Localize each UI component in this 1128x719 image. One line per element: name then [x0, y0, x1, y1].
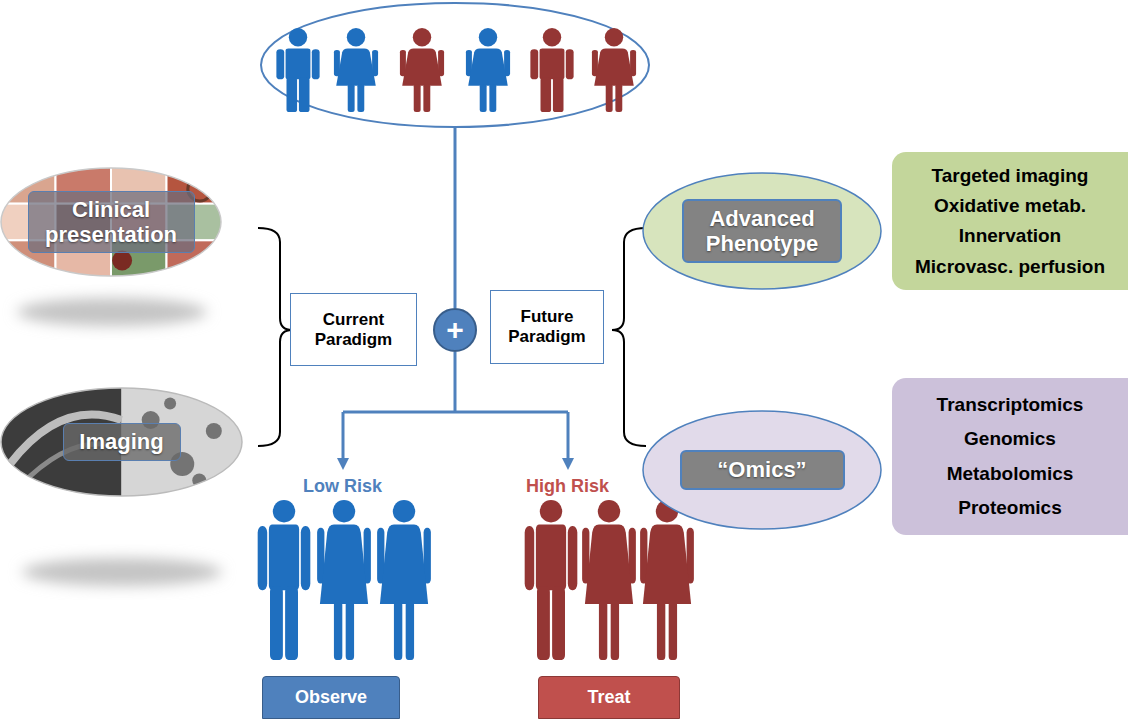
list-box: Targeted imagingOxidative metab. Innervat… — [892, 152, 1128, 290]
imaging-ellipse: Imaging — [0, 387, 243, 497]
flow-arrow — [567, 412, 570, 464]
list-item: Metabolomics — [947, 463, 1074, 485]
risk-label: High Risk — [526, 476, 609, 497]
population-ellipse — [261, 3, 649, 127]
paradigm-box: Current Paradigm — [290, 293, 417, 366]
list-item: Microvasc. perfusion — [915, 256, 1105, 278]
male-figure — [525, 500, 578, 660]
bracket — [258, 228, 292, 446]
node-label: Observe — [295, 687, 367, 708]
list-box: TranscriptomicsGenomicsMetabolomicsProte… — [892, 378, 1128, 535]
flow-line — [454, 352, 457, 412]
female-figure — [377, 500, 431, 660]
flow-line — [454, 128, 457, 308]
list-item: Oxidative metab. — [934, 195, 1086, 217]
node-label: Imaging — [63, 423, 181, 460]
male-figure — [530, 28, 573, 112]
people — [258, 28, 694, 660]
node-label: Future Paradigm — [497, 307, 597, 346]
list-item: Proteomics — [958, 497, 1061, 519]
female-figure — [592, 28, 636, 112]
node-label: Treat — [587, 687, 630, 708]
node-label: Advanced Phenotype — [682, 199, 842, 264]
male-figure — [276, 28, 319, 112]
female-figure — [400, 28, 444, 112]
female-figure — [582, 500, 636, 660]
clinical-ellipse: Clinical presentation — [0, 167, 222, 277]
phenotype-ellipse: Advanced Phenotype — [642, 172, 882, 290]
risk-label: Low Risk — [303, 476, 382, 497]
female-figure — [640, 500, 694, 660]
female-figure — [466, 28, 510, 112]
female-figure — [317, 500, 371, 660]
list-item: Genomics — [964, 428, 1056, 450]
list-item: Targeted imaging — [932, 165, 1089, 187]
node-label: “Omics” — [680, 450, 845, 489]
plus-circle: + — [433, 308, 477, 352]
omics-ellipse: “Omics” — [642, 410, 882, 530]
paradigm-box: Future Paradigm — [490, 290, 604, 364]
flow-arrow — [342, 412, 345, 464]
list-item: Transcriptomics — [937, 394, 1084, 416]
male-figure — [258, 500, 311, 660]
shadow — [22, 558, 222, 586]
plus-sign: + — [446, 315, 464, 345]
action-box: Treat — [538, 676, 680, 719]
list-item: Innervation — [959, 225, 1061, 247]
shadow — [17, 298, 207, 326]
node-label: Current Paradigm — [297, 310, 410, 349]
bracket — [612, 228, 646, 446]
action-box: Observe — [262, 676, 400, 719]
female-figure — [334, 28, 378, 112]
flow-line — [343, 411, 568, 414]
node-label: Clinical presentation — [28, 191, 195, 254]
